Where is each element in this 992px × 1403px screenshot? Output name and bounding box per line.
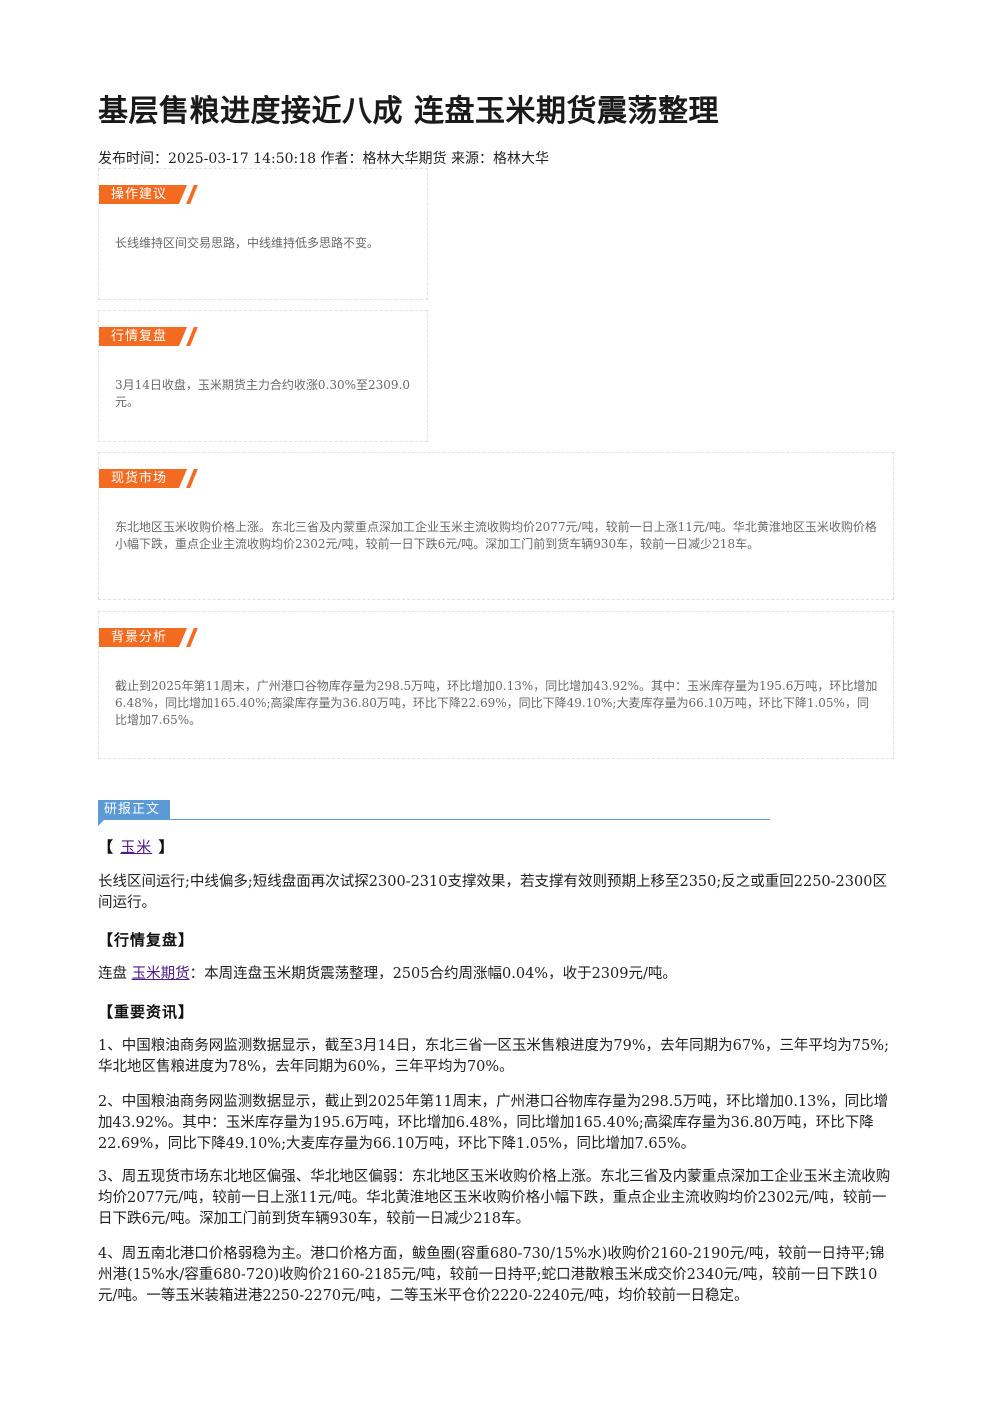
report-tag: 研报正文: [98, 800, 170, 826]
background-box: 背景分析 截止到2025年第11周末，广州港口谷物库存量为298.5万吨，环比增…: [98, 611, 894, 759]
report-header: 研报正文: [98, 800, 770, 826]
article-title: 基层售粮进度接近八成 连盘玉米期货震荡整理: [98, 94, 719, 129]
advice-box: 操作建议 长线维持区间交易思路，中线维持低多思路不变。: [98, 168, 428, 300]
news-heading: 【重要资讯】: [98, 1003, 195, 1021]
report-divider: [170, 819, 770, 820]
review-paragraph: 连盘 玉米期货：本周连盘玉米期货震荡整理，2505合约周涨幅0.04%，收于23…: [98, 964, 894, 985]
background-tag: 背景分析: [99, 628, 187, 647]
news-item-3: 3、周五现货市场东北地区偏强、华北地区偏弱：东北地区玉米收购价格上涨。东北三省及…: [98, 1169, 891, 1227]
article-meta: 发布时间：2025-03-17 14:50:18 作者：格林大华期货 来源：格林…: [98, 151, 549, 167]
corn-link[interactable]: 玉米: [120, 838, 153, 856]
news-item-2: 2、中国粮油商务网监测数据显示，截止到2025年第11周末，广州港口谷物库存量为…: [98, 1094, 889, 1152]
spot-market-text: 东北地区玉米收购价格上涨。东北三省及内蒙重点深加工企业玉米主流收购均价2077元…: [115, 520, 877, 551]
news-item-4: 4、周五南北港口价格弱稳为主。港口价格方面，鲅鱼圈(容重680-730/15%水…: [98, 1246, 885, 1304]
corn-futures-link[interactable]: 玉米期货: [131, 966, 190, 982]
background-text: 截止到2025年第11周末，广州港口谷物库存量为298.5万吨，环比增加0.13…: [115, 679, 878, 727]
corn-heading-close: 】: [158, 838, 175, 856]
review-heading: 【行情复盘】: [98, 931, 195, 949]
corn-heading: 【 玉米 】: [98, 836, 175, 857]
review-text: 3月14日收盘，玉米期货主力合约收涨0.30%至2309.0元。: [115, 378, 411, 409]
news-item-1: 1、中国粮油商务网监测数据显示，截至3月14日，东北三省一区玉米售粮进度为79%…: [98, 1038, 889, 1075]
review-tag: 行情复盘: [99, 327, 187, 346]
review-body: ：本周连盘玉米期货震荡整理，2505合约周涨幅0.04%，收于2309元/吨。: [189, 966, 677, 982]
corn-heading-open: 【: [98, 838, 115, 856]
review-box: 行情复盘 3月14日收盘，玉米期货主力合约收涨0.30%至2309.0元。: [98, 310, 428, 442]
outlook-paragraph: 长线区间运行;中线偏多;短线盘面再次试探2300-2310支撑效果，若支撑有效则…: [98, 874, 887, 911]
spot-market-tag: 现货市场: [99, 469, 187, 488]
advice-tag: 操作建议: [99, 185, 187, 204]
spot-market-box: 现货市场 东北地区玉米收购价格上涨。东北三省及内蒙重点深加工企业玉米主流收购均价…: [98, 452, 894, 600]
review-prefix: 连盘: [98, 966, 127, 982]
advice-text: 长线维持区间交易思路，中线维持低多思路不变。: [115, 236, 380, 250]
